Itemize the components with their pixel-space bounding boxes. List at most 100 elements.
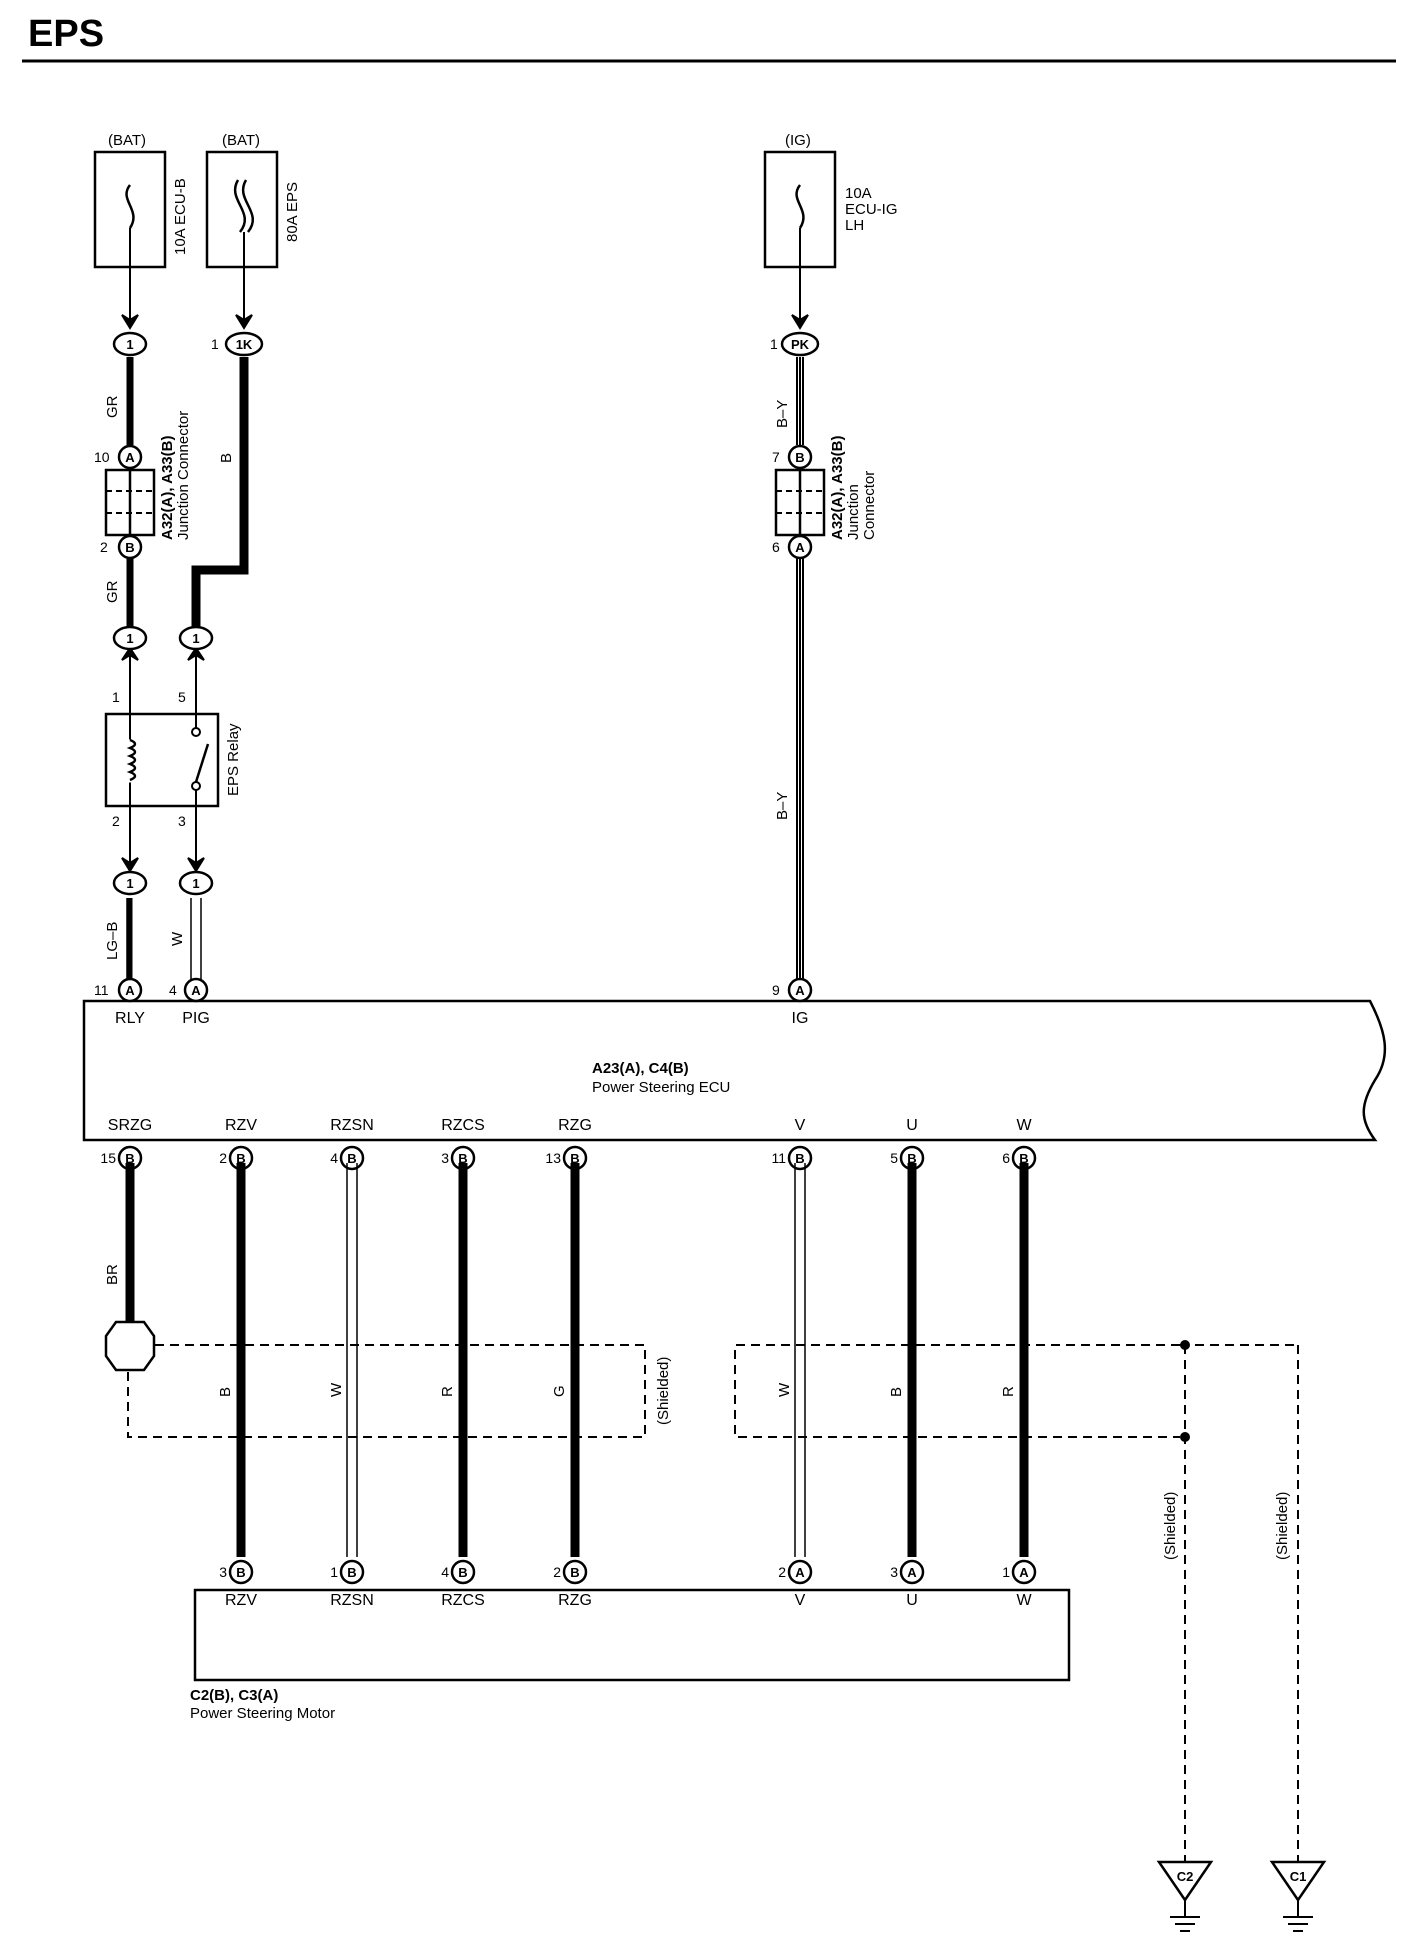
pin-number: 2	[100, 539, 108, 555]
svg-text:W: W	[328, 1382, 345, 1397]
pin-tag: B	[347, 1151, 356, 1166]
splice-point	[1180, 1340, 1190, 1350]
fuse-eps: (BAT) 80A EPS	[205, 132, 301, 269]
power-steering-motor: C2(B), C3(A) Power Steering Motor	[190, 1588, 1071, 1722]
svg-text:B: B	[217, 1387, 234, 1397]
ecu-top-pins: A 11 RLY A 4 PIG A 9 IG	[94, 977, 813, 1027]
ground-icon	[1156, 1860, 1214, 1903]
motor-wire-labels: B W R G W B R (Shielded) (Shielded) (Shi…	[217, 1357, 1291, 1560]
svg-text:A: A	[795, 540, 805, 555]
signal-label: RZSN	[330, 1117, 374, 1134]
connector-ovals	[112, 331, 820, 896]
signal-label: RZG	[558, 1592, 592, 1609]
motor-wires	[125, 1163, 1029, 1557]
svg-text:4: 4	[169, 982, 177, 998]
svg-text:W: W	[776, 1382, 793, 1397]
pin-number: 1	[770, 336, 778, 352]
junction-left-desc: Junction Connector	[175, 411, 192, 540]
pin-number: 2	[778, 1564, 786, 1580]
eps-relay: 1 5 2 3 EPS Relay	[104, 689, 242, 829]
pin-tag: A	[1019, 1565, 1029, 1580]
signal-label: U	[906, 1117, 918, 1134]
pin-tag: B	[458, 1565, 467, 1580]
fuse-ecu-ig: (IG) 10A ECU-IG LH	[763, 132, 898, 269]
pin-number: 6	[772, 539, 780, 555]
relay-switch-icon	[194, 743, 210, 783]
connector-1: 1	[126, 337, 133, 352]
junction-right-name: A32(A), A33(B)	[829, 436, 846, 540]
relay-pin: 1	[112, 689, 120, 705]
svg-text:B: B	[888, 1387, 905, 1397]
svg-text:B–Y: B–Y	[774, 792, 791, 820]
pin-number: 4	[330, 1150, 338, 1166]
pin-tag: B	[907, 1151, 916, 1166]
signal-label: RZSN	[330, 1592, 374, 1609]
signal-label: SRZG	[108, 1117, 152, 1134]
signal-label: RZV	[225, 1117, 257, 1134]
connector-1k: 1K	[236, 337, 253, 352]
motor-desc: Power Steering Motor	[190, 1705, 335, 1722]
pin-tag: B	[125, 1151, 134, 1166]
svg-text:B: B	[125, 540, 134, 555]
svg-text:A: A	[191, 983, 201, 998]
svg-text:9: 9	[772, 982, 780, 998]
pin-number: 3	[219, 1564, 227, 1580]
relay-coil-icon	[126, 738, 137, 782]
pin-number: 6	[1002, 1150, 1010, 1166]
relay-name: EPS Relay	[225, 723, 242, 796]
page-title: EPS	[28, 13, 104, 55]
fuse-ig-side: LH	[845, 217, 864, 234]
connector-1: 1	[192, 631, 199, 646]
shielded-label: (Shielded)	[655, 1357, 672, 1425]
fuse-ig-source: (IG)	[785, 132, 811, 149]
fuse-icon	[795, 184, 805, 229]
shield-ground-icon	[104, 1320, 156, 1372]
motor-pin	[787, 1559, 813, 1585]
junction-right-desc: Junction	[845, 484, 862, 540]
motor-pin	[339, 1559, 365, 1585]
fuse-ig-name: ECU-IG	[845, 201, 898, 218]
svg-text:A: A	[795, 983, 805, 998]
svg-text:A: A	[125, 983, 135, 998]
svg-text:A: A	[125, 450, 135, 465]
pin-number: 2	[219, 1150, 227, 1166]
pin-tag: B	[347, 1565, 356, 1580]
signal-label: U	[906, 1592, 918, 1609]
signal-label: PIG	[182, 1010, 210, 1027]
signal-label: W	[1016, 1592, 1032, 1609]
splice-point	[1180, 1432, 1190, 1442]
pin-tag: B	[570, 1151, 579, 1166]
shielded-label: (Shielded)	[1274, 1492, 1291, 1560]
power-steering-ecu: A23(A), C4(B) Power Steering ECU	[82, 999, 1387, 1142]
wires	[126, 357, 804, 990]
pin-number: 7	[772, 449, 780, 465]
svg-text:B: B	[218, 453, 235, 463]
fuse-eps-source: (BAT)	[222, 132, 260, 149]
motor-pin	[228, 1559, 254, 1585]
signal-label: RZV	[225, 1592, 257, 1609]
signal-label: RLY	[115, 1010, 145, 1027]
svg-text:R: R	[439, 1386, 456, 1397]
signal-label: V	[795, 1592, 806, 1609]
pin-number: 5	[890, 1150, 898, 1166]
signal-label: RZCS	[441, 1592, 485, 1609]
svg-text:11: 11	[94, 982, 109, 998]
fuse-ig-rating: 10A	[845, 185, 872, 202]
connector-pk: PK	[791, 337, 810, 352]
relay-pin: 2	[112, 813, 120, 829]
svg-text:B: B	[795, 450, 804, 465]
signal-label: RZG	[558, 1117, 592, 1134]
pin-number: 1	[1002, 1564, 1010, 1580]
signal-label: W	[1016, 1117, 1032, 1134]
pin-tag: B	[236, 1151, 245, 1166]
pin-tag: B	[570, 1565, 579, 1580]
connector-1: 1	[192, 876, 199, 891]
ecu-desc: Power Steering ECU	[592, 1079, 730, 1096]
pin-number: 15	[100, 1150, 116, 1166]
ground-c1: C1	[1269, 1860, 1327, 1932]
pin-tag: A	[907, 1565, 917, 1580]
ground-icon	[1269, 1860, 1327, 1903]
signal-label: RZCS	[441, 1117, 485, 1134]
